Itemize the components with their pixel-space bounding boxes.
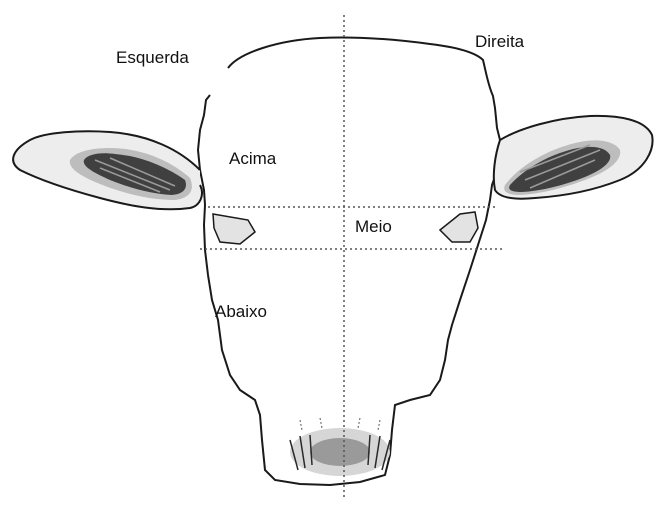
label-left: Esquerda — [116, 48, 189, 67]
muzzle — [290, 418, 390, 476]
left-eye — [213, 214, 255, 244]
right-ear — [494, 116, 653, 199]
head-outline — [198, 37, 505, 485]
label-bottom: Abaixo — [215, 302, 267, 321]
label-top: Acima — [229, 149, 277, 168]
label-middle: Meio — [355, 217, 392, 236]
label-right: Direita — [475, 32, 525, 51]
right-eye — [440, 212, 478, 242]
left-ear — [13, 131, 202, 209]
